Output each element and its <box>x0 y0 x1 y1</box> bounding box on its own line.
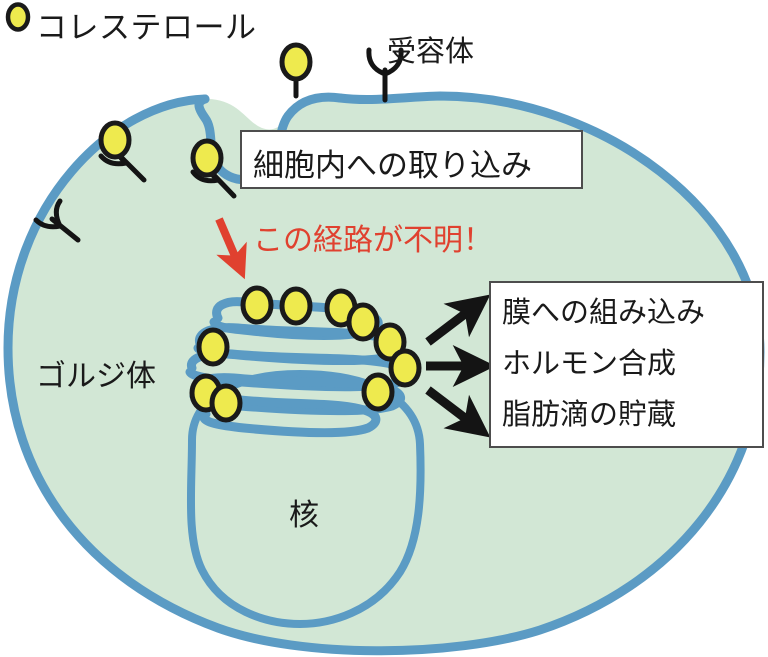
receptor-stem <box>33 198 81 243</box>
output-arrow-up <box>425 294 491 346</box>
receptor-pit-outer <box>98 120 147 183</box>
unknown-pathway-arrow <box>215 217 247 280</box>
legend-label: コレステロール <box>36 10 257 45</box>
receptor-label: 受容体 <box>387 36 475 68</box>
output-arrow-down <box>425 386 491 438</box>
nucleus <box>186 370 425 628</box>
receptor-pit-inner <box>190 138 237 199</box>
fate-line-lipid-droplet-storage: 脂肪滴の貯蔵 <box>502 399 677 431</box>
golgi-cholesterol-group <box>189 285 422 423</box>
receptor-top-empty <box>366 47 404 103</box>
cholesterol-molecule <box>361 372 395 412</box>
cholesterol-molecule <box>279 42 313 82</box>
cholesterol-molecule <box>388 348 422 388</box>
receptor-stem <box>366 47 404 103</box>
cholesterol-ellipse-icon <box>5 2 31 32</box>
cholesterol-molecule <box>190 138 224 178</box>
golgi-label: ゴルジ体 <box>36 360 156 393</box>
cholesterol-molecule <box>209 383 243 423</box>
nucleus-label: 核 <box>289 499 319 532</box>
cholesterol-molecule <box>373 322 407 362</box>
cholesterol-molecule <box>240 285 274 325</box>
unknown-pathway-label: この経路が不明！ <box>253 224 493 257</box>
receptor-top-loaded <box>279 42 313 99</box>
cell-membrane <box>3 91 765 656</box>
receptor-left-empty <box>33 198 81 243</box>
fate-line-hormone-synthesis: ホルモン合成 <box>502 348 677 380</box>
uptake-callout-text: 細胞内への取り込み <box>253 148 532 183</box>
cholesterol-molecule <box>196 327 230 367</box>
cholesterol-molecule <box>98 120 132 160</box>
uptake-callout-box: 細胞内への取り込み <box>240 130 583 189</box>
nucleus-membrane <box>186 370 425 628</box>
output-arrows <box>425 294 496 438</box>
fate-line-membrane-incorporation: 膜への組み込み <box>502 297 706 329</box>
cholesterol-molecule <box>279 286 313 326</box>
cholesterol-molecule <box>346 302 380 342</box>
fates-callout-box: 膜への組み込み ホルモン合成 脂肪滴の貯蔵 <box>489 281 764 448</box>
